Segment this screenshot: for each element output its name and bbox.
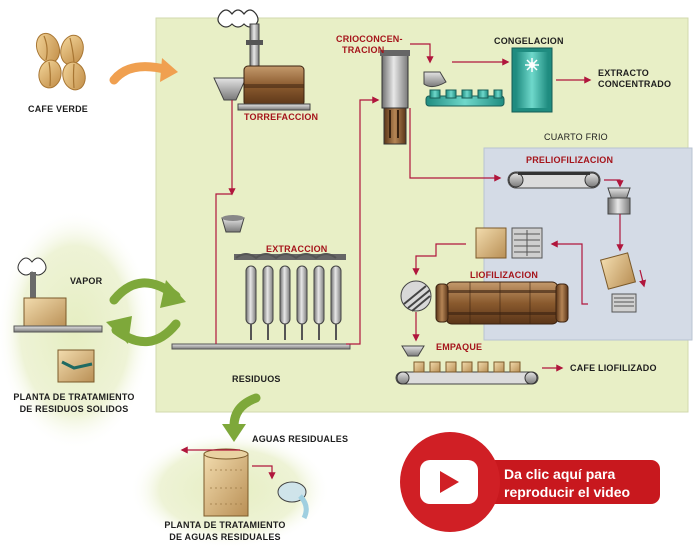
video-button-line1: Da clic aquí para [504,466,616,482]
recycle-arrows [106,278,186,347]
label-freeze-dried-coffee: CAFE LIOFILIZADO [570,363,657,373]
orange-arrow-head [160,58,178,82]
label-prefreeze: PRELIOFILIZACION [526,155,614,165]
label-cryo-line1: CRIOCONCEN- [336,34,403,44]
freezing-tank [511,47,553,113]
label-steam: VAPOR [70,276,103,286]
roaster-machine [213,9,311,111]
label-extraction: EXTRACCION [266,244,328,254]
label-water-plant-line2: DE AGUAS RESIDUALES [169,532,281,542]
label-cryo-line2: TRACION [342,45,385,55]
prefreeze-conveyor [507,171,631,215]
video-button-line2: reproducir el video [504,484,631,500]
label-extract-line1: EXTRACTO [598,68,649,78]
wastewater-arrow [222,393,261,442]
green-coffee-beans [35,32,86,91]
video-button-text: Da clic aquí para reproducir el video [504,465,656,501]
label-extract-line2: CONCENTRADO [598,79,672,89]
packing-conveyor [395,345,539,385]
freeze-trays [475,227,637,313]
flow-lines [180,43,647,480]
label-solid-plant-line2: DE RESIDUOS SOLIDOS [19,404,129,414]
label-roasting: TORREFACCION [244,112,319,122]
play-icon [440,471,459,493]
label-freezing: CONGELACION [494,36,564,46]
cryo-column [380,50,410,145]
play-video-button[interactable]: Da clic aquí para reproducir el video [400,429,662,541]
video-badge [400,432,660,532]
label-wastewater: AGUAS RESIDUALES [252,434,349,444]
freeze-drying-tunnel [400,280,569,325]
extraction-battery [171,215,351,350]
label-green-coffee: CAFE VERDE [28,104,89,114]
label-solid-plant-line1: PLANTA DE TRATAMIENTO [13,392,135,402]
label-cold-room: CUARTO FRIO [544,132,608,142]
label-packing: EMPAQUE [436,342,483,352]
label-freeze-drying: LIOFILIZACION [470,270,539,280]
solid-waste-plant [13,257,103,383]
label-waste: RESIDUOS [232,374,281,384]
freezing-conveyor [423,71,505,107]
label-water-plant-line1: PLANTA DE TRATAMIENTO [164,520,286,530]
wastewater-plant [203,448,309,520]
